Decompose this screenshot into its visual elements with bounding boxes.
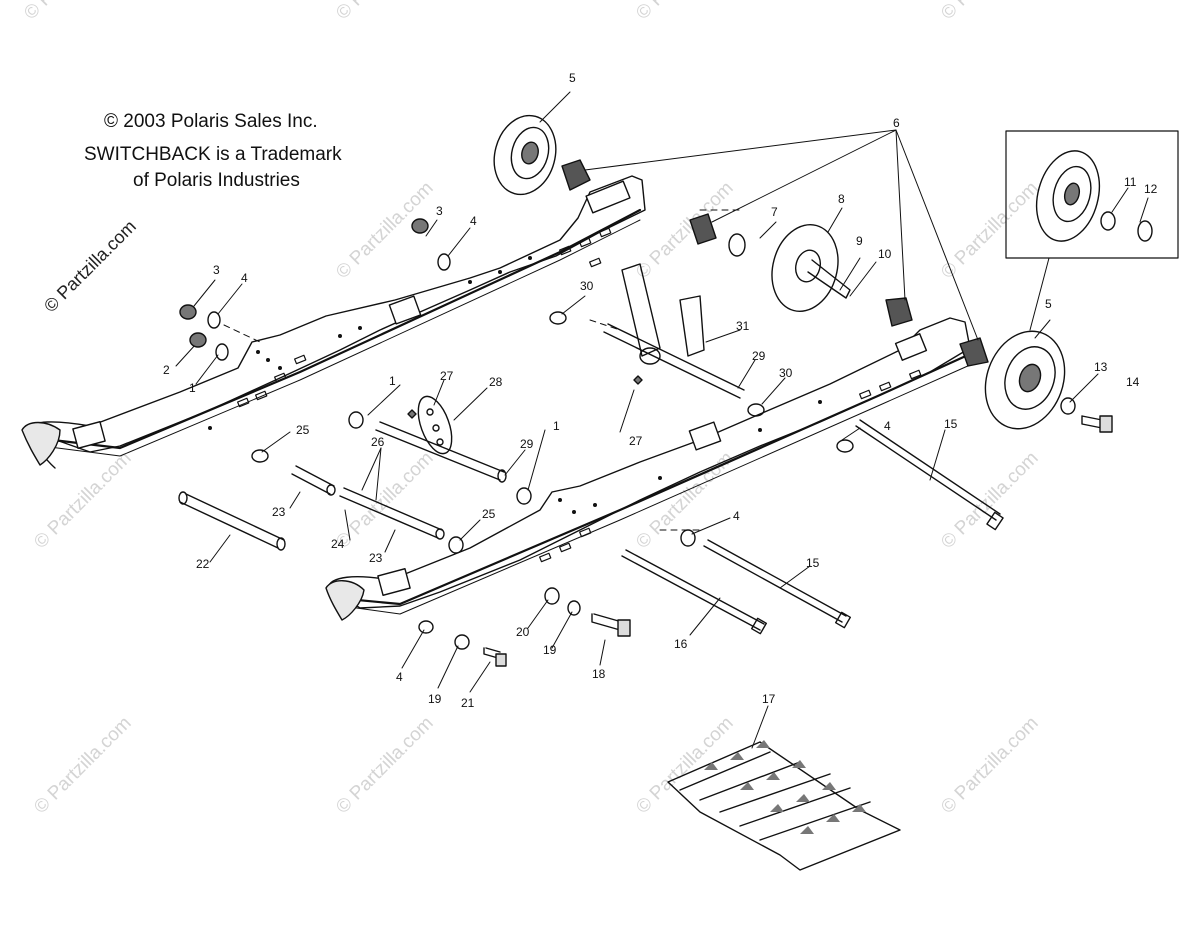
callout-28: 28 — [489, 375, 503, 389]
callout-26: 26 — [371, 435, 385, 449]
callout-13: 13 — [1094, 360, 1108, 374]
callout-4: 4 — [396, 670, 403, 684]
callout-4: 4 — [241, 271, 248, 285]
callout-1: 1 — [189, 381, 196, 395]
callout-5: 5 — [1045, 297, 1052, 311]
callout-9: 9 — [856, 234, 863, 248]
washers-and-nuts — [179, 218, 1076, 650]
callout-30: 30 — [779, 366, 793, 380]
callout-17: 17 — [762, 692, 776, 706]
idler-wheel-top — [493, 114, 557, 196]
callout-24: 24 — [331, 537, 345, 551]
slide-rail-left — [21, 175, 646, 469]
callout-16: 16 — [674, 637, 688, 651]
callout-3: 3 — [213, 263, 220, 277]
callout-14: 14 — [1126, 375, 1140, 389]
callout-29: 29 — [520, 437, 534, 451]
callout-4: 4 — [470, 214, 477, 228]
callout-8: 8 — [838, 192, 845, 206]
wear-strip — [667, 740, 901, 871]
bolts — [483, 415, 1113, 667]
idler-wheel-axle — [728, 223, 851, 313]
idler-wheel-right — [984, 330, 1066, 430]
callout-15: 15 — [806, 556, 820, 570]
callout-31: 31 — [736, 319, 750, 333]
callout-20: 20 — [516, 625, 530, 639]
callout-4: 4 — [884, 419, 891, 433]
callout-23: 23 — [272, 505, 286, 519]
callout-11: 11 — [1124, 175, 1137, 189]
callout-15: 15 — [944, 417, 958, 431]
callout-19: 19 — [428, 692, 442, 706]
assembly-lines — [223, 209, 741, 531]
callout-30: 30 — [580, 279, 594, 293]
trademark-line: SWITCHBACK is a Trademark — [84, 144, 342, 165]
callout-25: 25 — [296, 423, 310, 437]
pivot-arm — [417, 263, 705, 455]
copyright-line: © 2003 Polaris Sales Inc. — [104, 111, 318, 132]
slide-rail-right — [325, 317, 971, 621]
callout-22: 22 — [196, 557, 210, 571]
callout-4: 4 — [733, 509, 740, 523]
callout-2: 2 — [163, 363, 170, 377]
callout-5: 5 — [569, 71, 576, 85]
callout-18: 18 — [592, 667, 606, 681]
axle-caps — [561, 159, 989, 367]
callout-12: 12 — [1144, 182, 1158, 196]
callout-1: 1 — [553, 419, 560, 433]
callout-1: 1 — [389, 374, 396, 388]
callout-25: 25 — [482, 507, 496, 521]
trademark-owner-line: of Polaris Industries — [133, 170, 300, 191]
callout-23: 23 — [369, 551, 383, 565]
callout-21: 21 — [461, 696, 475, 710]
callout-7: 7 — [771, 205, 778, 219]
callout-labels: 5 6 5 7 8 9 10 11 12 13 14 3 4 3 4 2 1 3… — [163, 71, 1158, 710]
callout-29: 29 — [752, 349, 766, 363]
callout-leaders — [175, 91, 1149, 749]
callout-27: 27 — [440, 369, 454, 383]
callout-10: 10 — [878, 247, 892, 261]
callout-3: 3 — [436, 204, 443, 218]
callout-19: 19 — [543, 643, 557, 657]
callout-6: 6 — [893, 116, 900, 130]
idler-wheel-detail — [1005, 130, 1179, 259]
callout-27: 27 — [629, 434, 643, 448]
shafts-and-rods — [178, 323, 1004, 635]
